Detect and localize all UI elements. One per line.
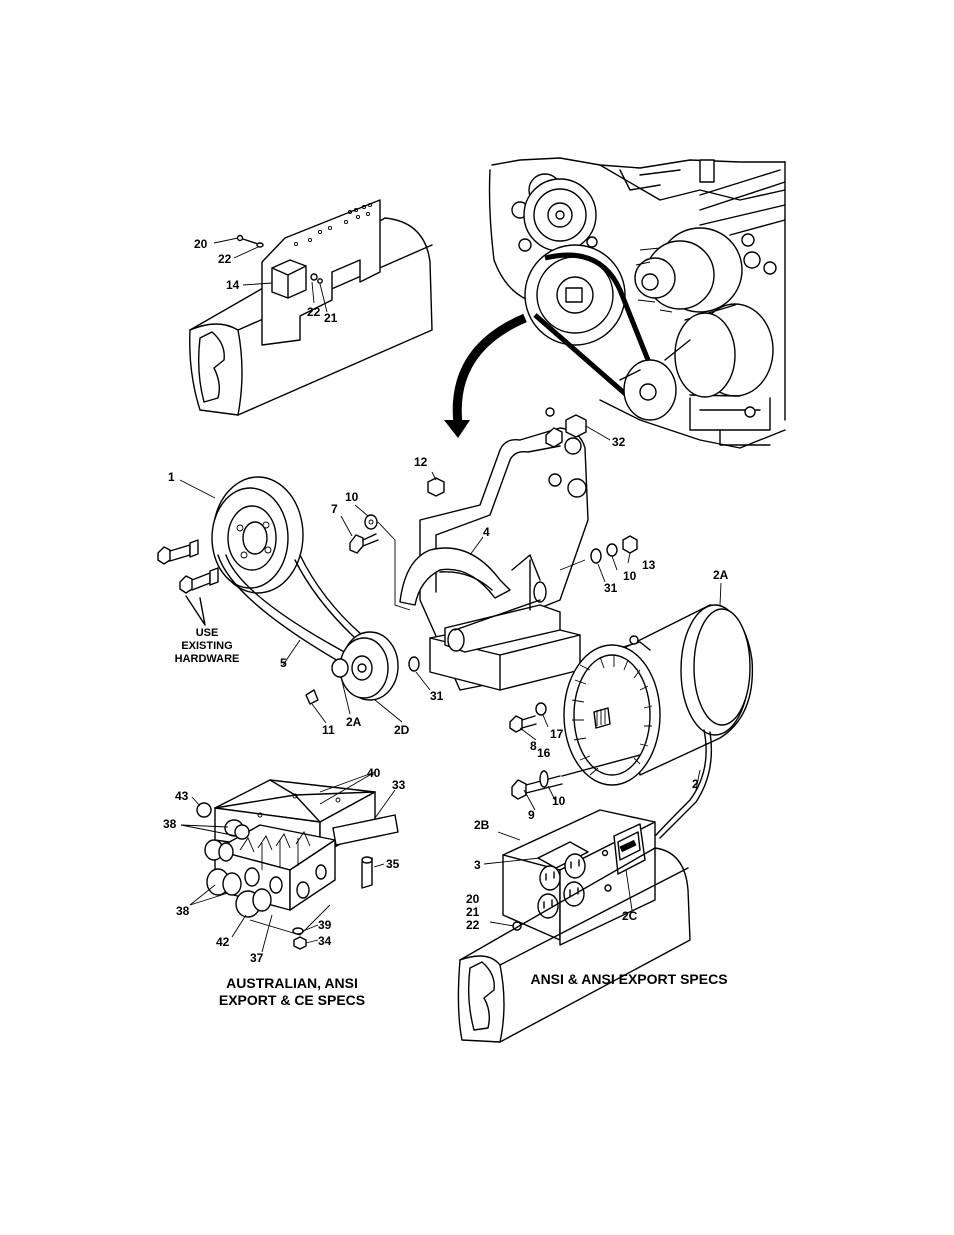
callout-20-outlet: 20 — [466, 892, 480, 906]
callout-8: 8 — [530, 739, 537, 753]
hose-2 — [655, 729, 713, 839]
callout-2A-nut: 2A — [346, 715, 362, 729]
callout-22-relay: 22 — [307, 305, 321, 319]
callout-33: 33 — [392, 778, 406, 792]
washer-39-nut-34 — [292, 927, 307, 950]
cable-glands-38 — [204, 819, 272, 918]
callout-31-right: 31 — [604, 581, 618, 595]
note-line-3: HARDWARE — [175, 653, 240, 665]
caption-right: ANSI & ANSI EXPORT SPECS — [530, 971, 727, 987]
bolts-8-16-17 — [509, 702, 547, 733]
existing-hardware-bolts — [157, 539, 219, 626]
bolt-9-washer-10 — [511, 754, 641, 800]
callout-1: 1 — [168, 470, 175, 484]
callout-2A-pump: 2A — [713, 568, 729, 582]
callout-2C: 2C — [622, 909, 638, 923]
callout-3: 3 — [474, 858, 481, 872]
callout-35: 35 — [386, 857, 400, 871]
gasket-37 — [249, 904, 331, 936]
callout-39: 39 — [318, 918, 332, 932]
callout-12: 12 — [414, 455, 428, 469]
relay-14 — [271, 259, 307, 299]
callouts: 20 22 14 22 21 32 12 1 10 7 4 13 10 31 2… — [163, 237, 729, 965]
screw-35 — [361, 856, 373, 889]
curved-arrow-icon — [444, 313, 527, 438]
callout-42: 42 — [216, 935, 230, 949]
callout-9: 9 — [528, 808, 535, 822]
crank-pulley-1 — [211, 476, 304, 594]
drive-belt-5 — [217, 554, 363, 666]
callout-38-lower: 38 — [176, 904, 190, 918]
callout-5: 5 — [280, 656, 287, 670]
callout-7: 7 — [331, 502, 338, 516]
callout-10-right: 10 — [623, 569, 637, 583]
engine-assembly — [488, 157, 786, 449]
callout-22-outlet: 22 — [466, 918, 480, 932]
callout-2B: 2B — [474, 818, 490, 832]
callout-2D: 2D — [394, 723, 410, 737]
label-33 — [332, 814, 399, 846]
bolt-7-washer-10 — [349, 514, 411, 611]
callout-37: 37 — [250, 951, 264, 965]
callout-43: 43 — [175, 789, 189, 803]
nut-12 — [427, 477, 445, 497]
cap-43 — [196, 802, 212, 818]
callout-10-lower: 10 — [552, 794, 566, 808]
callout-22-top: 22 — [218, 252, 232, 266]
callout-34: 34 — [318, 934, 332, 948]
note-line-1: USE — [196, 627, 219, 639]
pump-mounting-bracket — [399, 407, 589, 691]
caption-left-line-1: AUSTRALIAN, ANSI — [226, 975, 358, 991]
outlet-box-2B — [502, 809, 656, 946]
callout-2: 2 — [692, 777, 699, 791]
callout-4: 4 — [483, 525, 490, 539]
callout-16: 16 — [537, 746, 551, 760]
callout-21-outlet: 21 — [466, 905, 480, 919]
callout-21-relay: 21 — [324, 311, 338, 325]
callout-11: 11 — [322, 723, 335, 737]
callout-31-left: 31 — [430, 689, 444, 703]
leader-lines — [179, 237, 722, 953]
callout-32: 32 — [612, 435, 626, 449]
note-line-2: EXISTING — [181, 640, 232, 652]
spec-captions: AUSTRALIAN, ANSI EXPORT & CE SPECS ANSI … — [219, 971, 728, 1008]
relay-screw-20 — [236, 234, 323, 284]
callout-14: 14 — [226, 278, 240, 292]
nuts-32 — [545, 414, 587, 448]
callout-10-upper: 10 — [345, 490, 359, 504]
hydraulic-pump-2A — [563, 604, 754, 786]
callout-38-upper: 38 — [163, 817, 177, 831]
caption-left-line-2: EXPORT & CE SPECS — [219, 992, 365, 1008]
frame-rail-bottom-right — [457, 847, 691, 1043]
mounting-bracket-plate — [261, 199, 381, 346]
callout-20-top: 20 — [194, 237, 208, 251]
existing-hardware-note: USE EXISTING HARDWARE — [175, 627, 240, 665]
callout-40: 40 — [367, 766, 381, 780]
callout-13: 13 — [642, 558, 656, 572]
callout-17: 17 — [550, 727, 564, 741]
pump-pulley-2D — [305, 631, 420, 705]
